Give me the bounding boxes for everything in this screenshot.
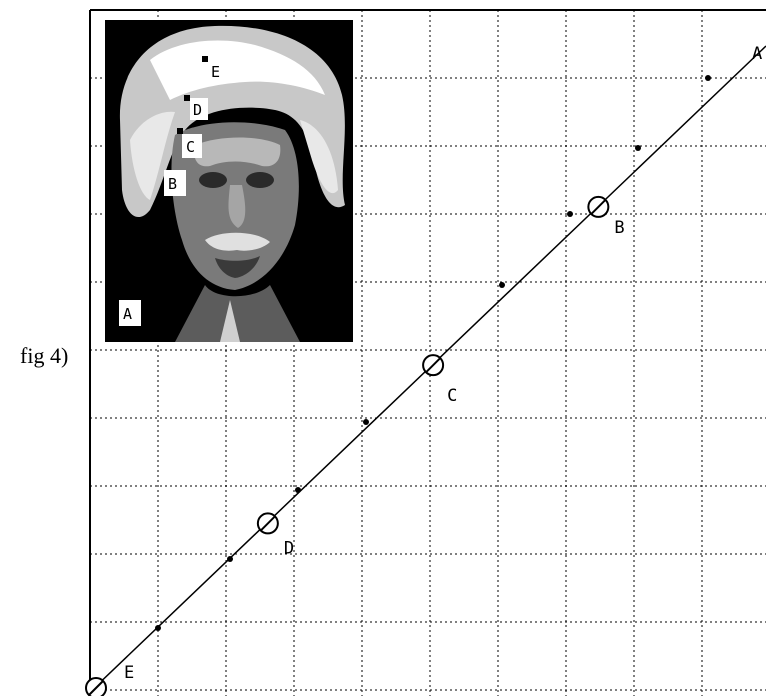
curve-point-slash [88,680,104,696]
curve-markers: A B C D E [85,44,762,696]
photo-tag-d: D [184,95,208,120]
curve-point-c: C [422,354,457,406]
curve-dots [155,75,711,631]
photo-tag-b: B [164,170,186,196]
curve-point-d: D [256,512,294,558]
curve-point-label: D [284,538,294,558]
photo-tag-e: E [202,56,226,82]
curve-point-e: E [85,663,134,696]
photo-tag-c-label: C [186,138,195,156]
photo-tag-a: A [119,300,141,326]
curve-dot [155,625,161,631]
curve-dot [295,487,301,493]
curve-point-label: E [124,663,134,683]
curve-point-b: B [587,195,625,238]
photo-tag-e-label: E [211,63,220,81]
grid [90,10,766,696]
photo-tag-b-label: B [168,175,177,193]
curve-point-label: B [614,218,624,238]
curve-point-slash [590,199,607,215]
curve-dot [499,282,505,288]
curve-dot [363,419,369,425]
photo-tag-c: C [177,128,202,158]
curve-point-label: C [447,386,457,406]
curve-point-a: A [752,44,762,64]
curve-point-slash [425,357,441,373]
curve-point-slash [260,515,276,532]
curve-dot [635,145,641,151]
figure-label: fig 4) [20,343,69,368]
photo-tag-a-label: A [123,305,132,323]
curve-dot [227,556,233,562]
photo-tag-d-label: D [193,101,202,119]
curve-point-label: A [752,44,762,64]
plot-frame [89,9,766,696]
curve-dot [705,75,711,81]
curve-dot [567,211,573,217]
portrait-photo: E D C B A [105,20,353,342]
